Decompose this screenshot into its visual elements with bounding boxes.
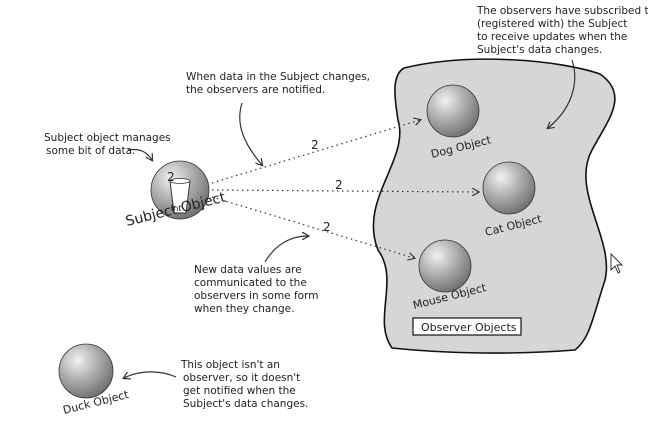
dog-value: 2	[311, 138, 319, 152]
annotation-new-values: New data values are communicated to the …	[194, 264, 318, 315]
cat-value: 2	[335, 178, 343, 192]
mouse-value: 2	[323, 220, 331, 234]
arrow-duck-note	[124, 371, 177, 378]
observer-group-label: Observer Objects	[421, 321, 517, 334]
duck-sphere	[58, 343, 114, 399]
annotation-subject-manages: Subject object manages some bit of data.	[44, 132, 171, 157]
svg-text:When data in the Subject chang: When data in the Subject changes,	[186, 71, 370, 83]
annotation-duck-note: This object isn't an observer, so it doe…	[180, 359, 308, 410]
notify-line-dog	[211, 120, 420, 184]
notify-line-mouse	[211, 196, 414, 258]
arrow-data-changes	[239, 102, 262, 165]
arrow-subject-manages	[127, 148, 152, 160]
svg-text:the observers are notified.: the observers are notified.	[186, 84, 325, 96]
subject-value: 2	[167, 170, 175, 184]
svg-text:some bit of data.: some bit of data.	[46, 145, 135, 157]
svg-text:The observers have subscribed: The observers have subscribed to	[476, 5, 648, 17]
svg-text:observer, so it doesn't: observer, so it doesn't	[183, 372, 300, 384]
svg-text:Subject's data changes.: Subject's data changes.	[183, 398, 308, 410]
svg-text:New data values are: New data values are	[194, 264, 302, 276]
svg-text:Subject's data changes.: Subject's data changes.	[477, 44, 602, 56]
observer-group-label-box	[412, 317, 522, 336]
annotation-data-changes: When data in the Subject changes, the ob…	[186, 71, 370, 96]
svg-text:(registered with) the Subject: (registered with) the Subject	[477, 18, 627, 30]
svg-text:observers in some form: observers in some form	[194, 290, 318, 302]
svg-text:Subject object manages: Subject object manages	[44, 132, 171, 144]
int-cup-icon	[169, 178, 191, 214]
svg-text:communicated to the: communicated to the	[194, 277, 307, 289]
mouse-cursor-icon	[610, 252, 624, 274]
mouse-observer-sphere	[418, 239, 472, 293]
dog-observer-sphere	[426, 84, 480, 138]
arrow-subscribed	[548, 59, 576, 128]
svg-text:get notified when the: get notified when the	[183, 385, 296, 397]
cat-observer-sphere	[482, 161, 536, 215]
svg-text:when they change.: when they change.	[194, 303, 294, 315]
subject-type-label: int	[171, 204, 181, 213]
annotation-observers-subscribed: The observers have subscribed to (regist…	[476, 5, 648, 56]
arrow-new-values	[264, 236, 308, 263]
svg-text:to receive updates when the: to receive updates when the	[477, 31, 627, 43]
svg-text:This object isn't an: This object isn't an	[180, 359, 280, 371]
